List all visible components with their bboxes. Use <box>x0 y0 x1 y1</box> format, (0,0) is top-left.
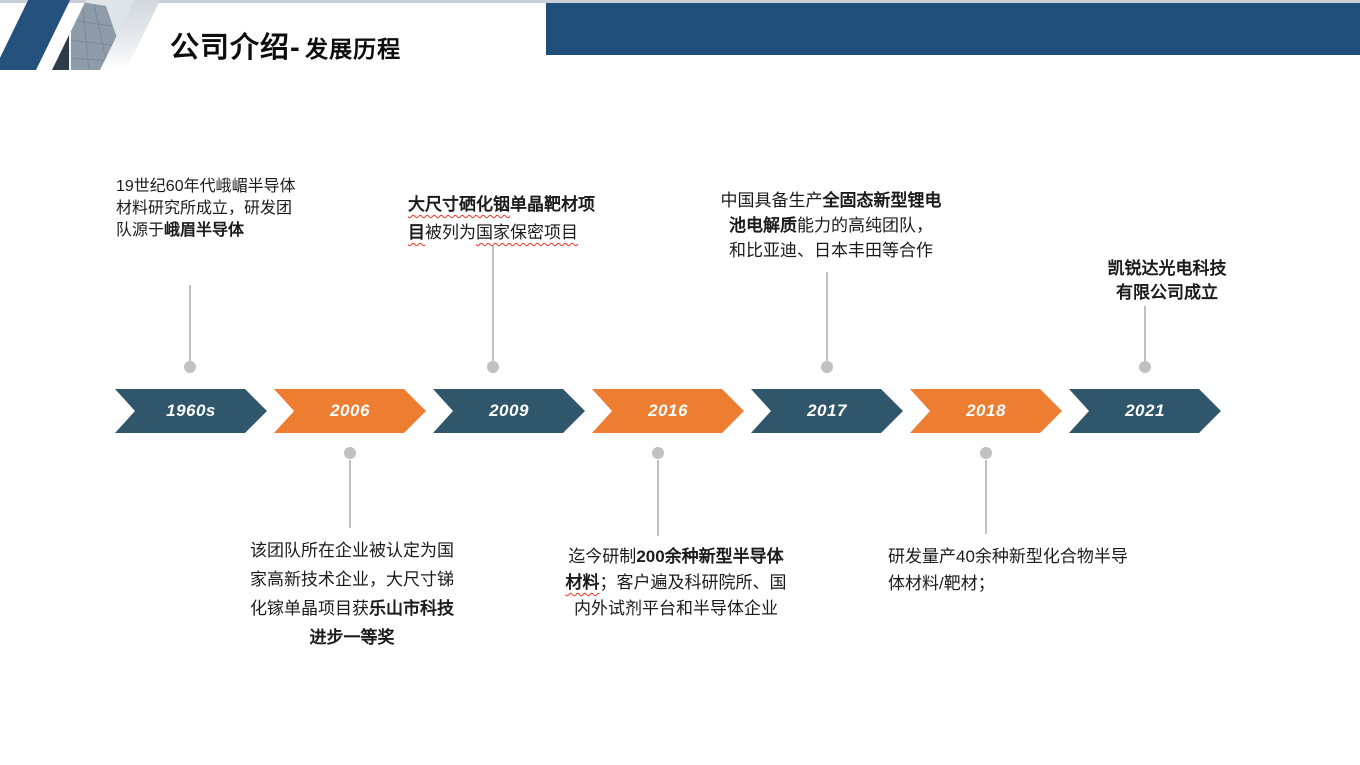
connector-dot <box>980 447 992 459</box>
timeline-year-label: 2021 <box>1125 401 1165 420</box>
timeline-chevron-2009: 2009 <box>433 389 585 433</box>
annotation-line: 内外试剂平台和半导体企业 <box>546 596 806 622</box>
annotation-text-segment: 进步一等奖 <box>309 628 395 647</box>
annotation-2016: 迄今研制200余种新型半导体材料；客户遍及科研院所、国内外试剂平台和半导体企业 <box>546 544 806 622</box>
annotation-line: 化镓单晶项目获乐山市科技 <box>232 594 472 623</box>
annotation-text-segment: 中国具备生产 <box>720 191 823 210</box>
connector-line <box>1144 306 1146 362</box>
annotation-line: 迄今研制200余种新型半导体 <box>546 544 806 570</box>
annotation-line: 目被列为国家保密项目 <box>408 219 638 247</box>
timeline-chevron-2021: 2021 <box>1069 389 1221 433</box>
connector-line <box>349 460 351 528</box>
annotation-text-segment: 凯锐达光电科技 <box>1107 259 1227 278</box>
connector-dot <box>1139 361 1151 373</box>
page-title: 公司介绍- 发展历程 <box>170 24 401 66</box>
annotation-text-segment: 池电解质 <box>729 216 797 235</box>
timeline-chevron-2006: 2006 <box>274 389 426 433</box>
page-title-sub: 发展历程 <box>305 36 402 62</box>
annotation-text-segment: 200余种新型半导体 <box>636 547 784 566</box>
header-blue-bar <box>546 3 1360 55</box>
annotation-line: 19世纪60年代峨嵋半导体 <box>116 176 326 198</box>
annotation-text-segment: 全固态新型锂电 <box>822 191 942 210</box>
annotation-text-segment: 单晶靶材项 <box>510 195 595 214</box>
connector-dot <box>344 447 356 459</box>
annotation-text-segment: 19世纪60年代峨嵋半导体 <box>116 178 296 195</box>
annotation-line: 研发量产40余种新型化合物半导 <box>888 543 1168 570</box>
annotation-line: 池电解质能力的高纯团队， <box>701 213 961 238</box>
annotation-text-segment: 峨眉半导体 <box>164 222 245 239</box>
annotation-text-segment: 体材料/靶材； <box>888 574 995 593</box>
annotation-line: 家高新技术企业，大尺寸锑 <box>232 565 472 594</box>
connector-dot <box>821 361 833 373</box>
annotation-text-segment: 乐山市科技 <box>369 599 454 618</box>
annotation-text-segment: 大尺寸硒化铟 <box>408 195 510 214</box>
annotation-line: 材料研究所成立，研发团 <box>116 198 326 220</box>
connector-dot <box>487 361 499 373</box>
annotation-text-segment: ；客户遍及科研院所、国 <box>599 573 787 592</box>
annotation-line: 有限公司成立 <box>1087 281 1247 305</box>
annotation-line: 进步一等奖 <box>232 623 472 652</box>
timeline-chevron-1960s: 1960s <box>115 389 267 433</box>
timeline-year-label: 1960s <box>166 401 216 420</box>
connector-dot <box>184 361 196 373</box>
annotation-2009: 大尺寸硒化铟单晶靶材项目被列为国家保密项目 <box>408 191 638 247</box>
page-title-main: 公司介绍- <box>170 32 301 64</box>
connector-dot <box>652 447 664 459</box>
annotation-2017: 中国具备生产全固态新型锂电池电解质能力的高纯团队，和比亚迪、日本丰田等合作 <box>701 188 961 263</box>
annotation-text-segment: 国家保密项目 <box>476 223 578 242</box>
annotation-2006: 该团队所在企业被认定为国家高新技术企业，大尺寸锑化镓单晶项目获乐山市科技进步一等… <box>232 536 472 652</box>
annotation-text-segment: 队源于 <box>116 222 165 239</box>
timeline-chevron-2016: 2016 <box>592 389 744 433</box>
annotation-line: 材料；客户遍及科研院所、国 <box>546 570 806 596</box>
connector-line <box>657 460 659 536</box>
annotation-line: 凯锐达光电科技 <box>1087 257 1247 281</box>
annotation-1960s: 19世纪60年代峨嵋半导体材料研究所成立，研发团队源于峨眉半导体 <box>116 176 326 242</box>
timeline-year-label: 2009 <box>489 401 529 420</box>
annotation-text-segment: 迄今研制 <box>568 547 637 566</box>
annotation-2018: 研发量产40余种新型化合物半导体材料/靶材； <box>888 543 1168 597</box>
annotation-text-segment: 能力的高纯团队， <box>797 216 933 235</box>
annotation-line: 和比亚迪、日本丰田等合作 <box>701 238 961 263</box>
annotation-text-segment: 材料 <box>565 573 600 592</box>
header-corner-graphic <box>0 0 200 70</box>
timeline-year-label: 2017 <box>807 401 847 420</box>
annotation-text-segment: 被列为 <box>425 223 476 242</box>
annotation-text-segment: 该团队所在企业被认定为国 <box>250 541 454 560</box>
annotation-text-segment: 目 <box>408 223 425 242</box>
timeline-chevron-2018: 2018 <box>910 389 1062 433</box>
annotation-line: 大尺寸硒化铟单晶靶材项 <box>408 191 638 219</box>
annotation-text-segment: 化镓单晶项目获 <box>250 599 369 618</box>
annotation-text-segment: 研发量产40余种新型化合物半导 <box>888 547 1128 566</box>
annotation-line: 中国具备生产全固态新型锂电 <box>701 188 961 213</box>
annotation-line: 队源于峨眉半导体 <box>116 220 326 242</box>
annotation-line: 体材料/靶材； <box>888 570 1168 597</box>
connector-line <box>826 272 828 362</box>
timeline-year-label: 2018 <box>966 401 1006 420</box>
connector-line <box>189 285 191 362</box>
annotation-text-segment: 有限公司成立 <box>1116 283 1218 302</box>
annotation-text-segment: 内外试剂平台和半导体企业 <box>574 599 778 618</box>
timeline-chevron-2017: 2017 <box>751 389 903 433</box>
annotation-2021: 凯锐达光电科技有限公司成立 <box>1087 257 1247 305</box>
connector-line <box>492 246 494 362</box>
annotation-text-segment: 家高新技术企业，大尺寸锑 <box>250 570 454 589</box>
connector-line <box>985 460 987 534</box>
timeline-year-label: 2016 <box>648 401 688 420</box>
timeline: 1960s 2006 2009 2016 2017 2018 2021 <box>0 389 1360 433</box>
annotation-text-segment: 和比亚迪、日本丰田等合作 <box>729 241 933 260</box>
annotation-text-segment: 材料研究所成立，研发团 <box>116 200 293 217</box>
top-divider-line <box>0 0 1360 3</box>
annotation-line: 该团队所在企业被认定为国 <box>232 536 472 565</box>
timeline-year-label: 2006 <box>330 401 370 420</box>
